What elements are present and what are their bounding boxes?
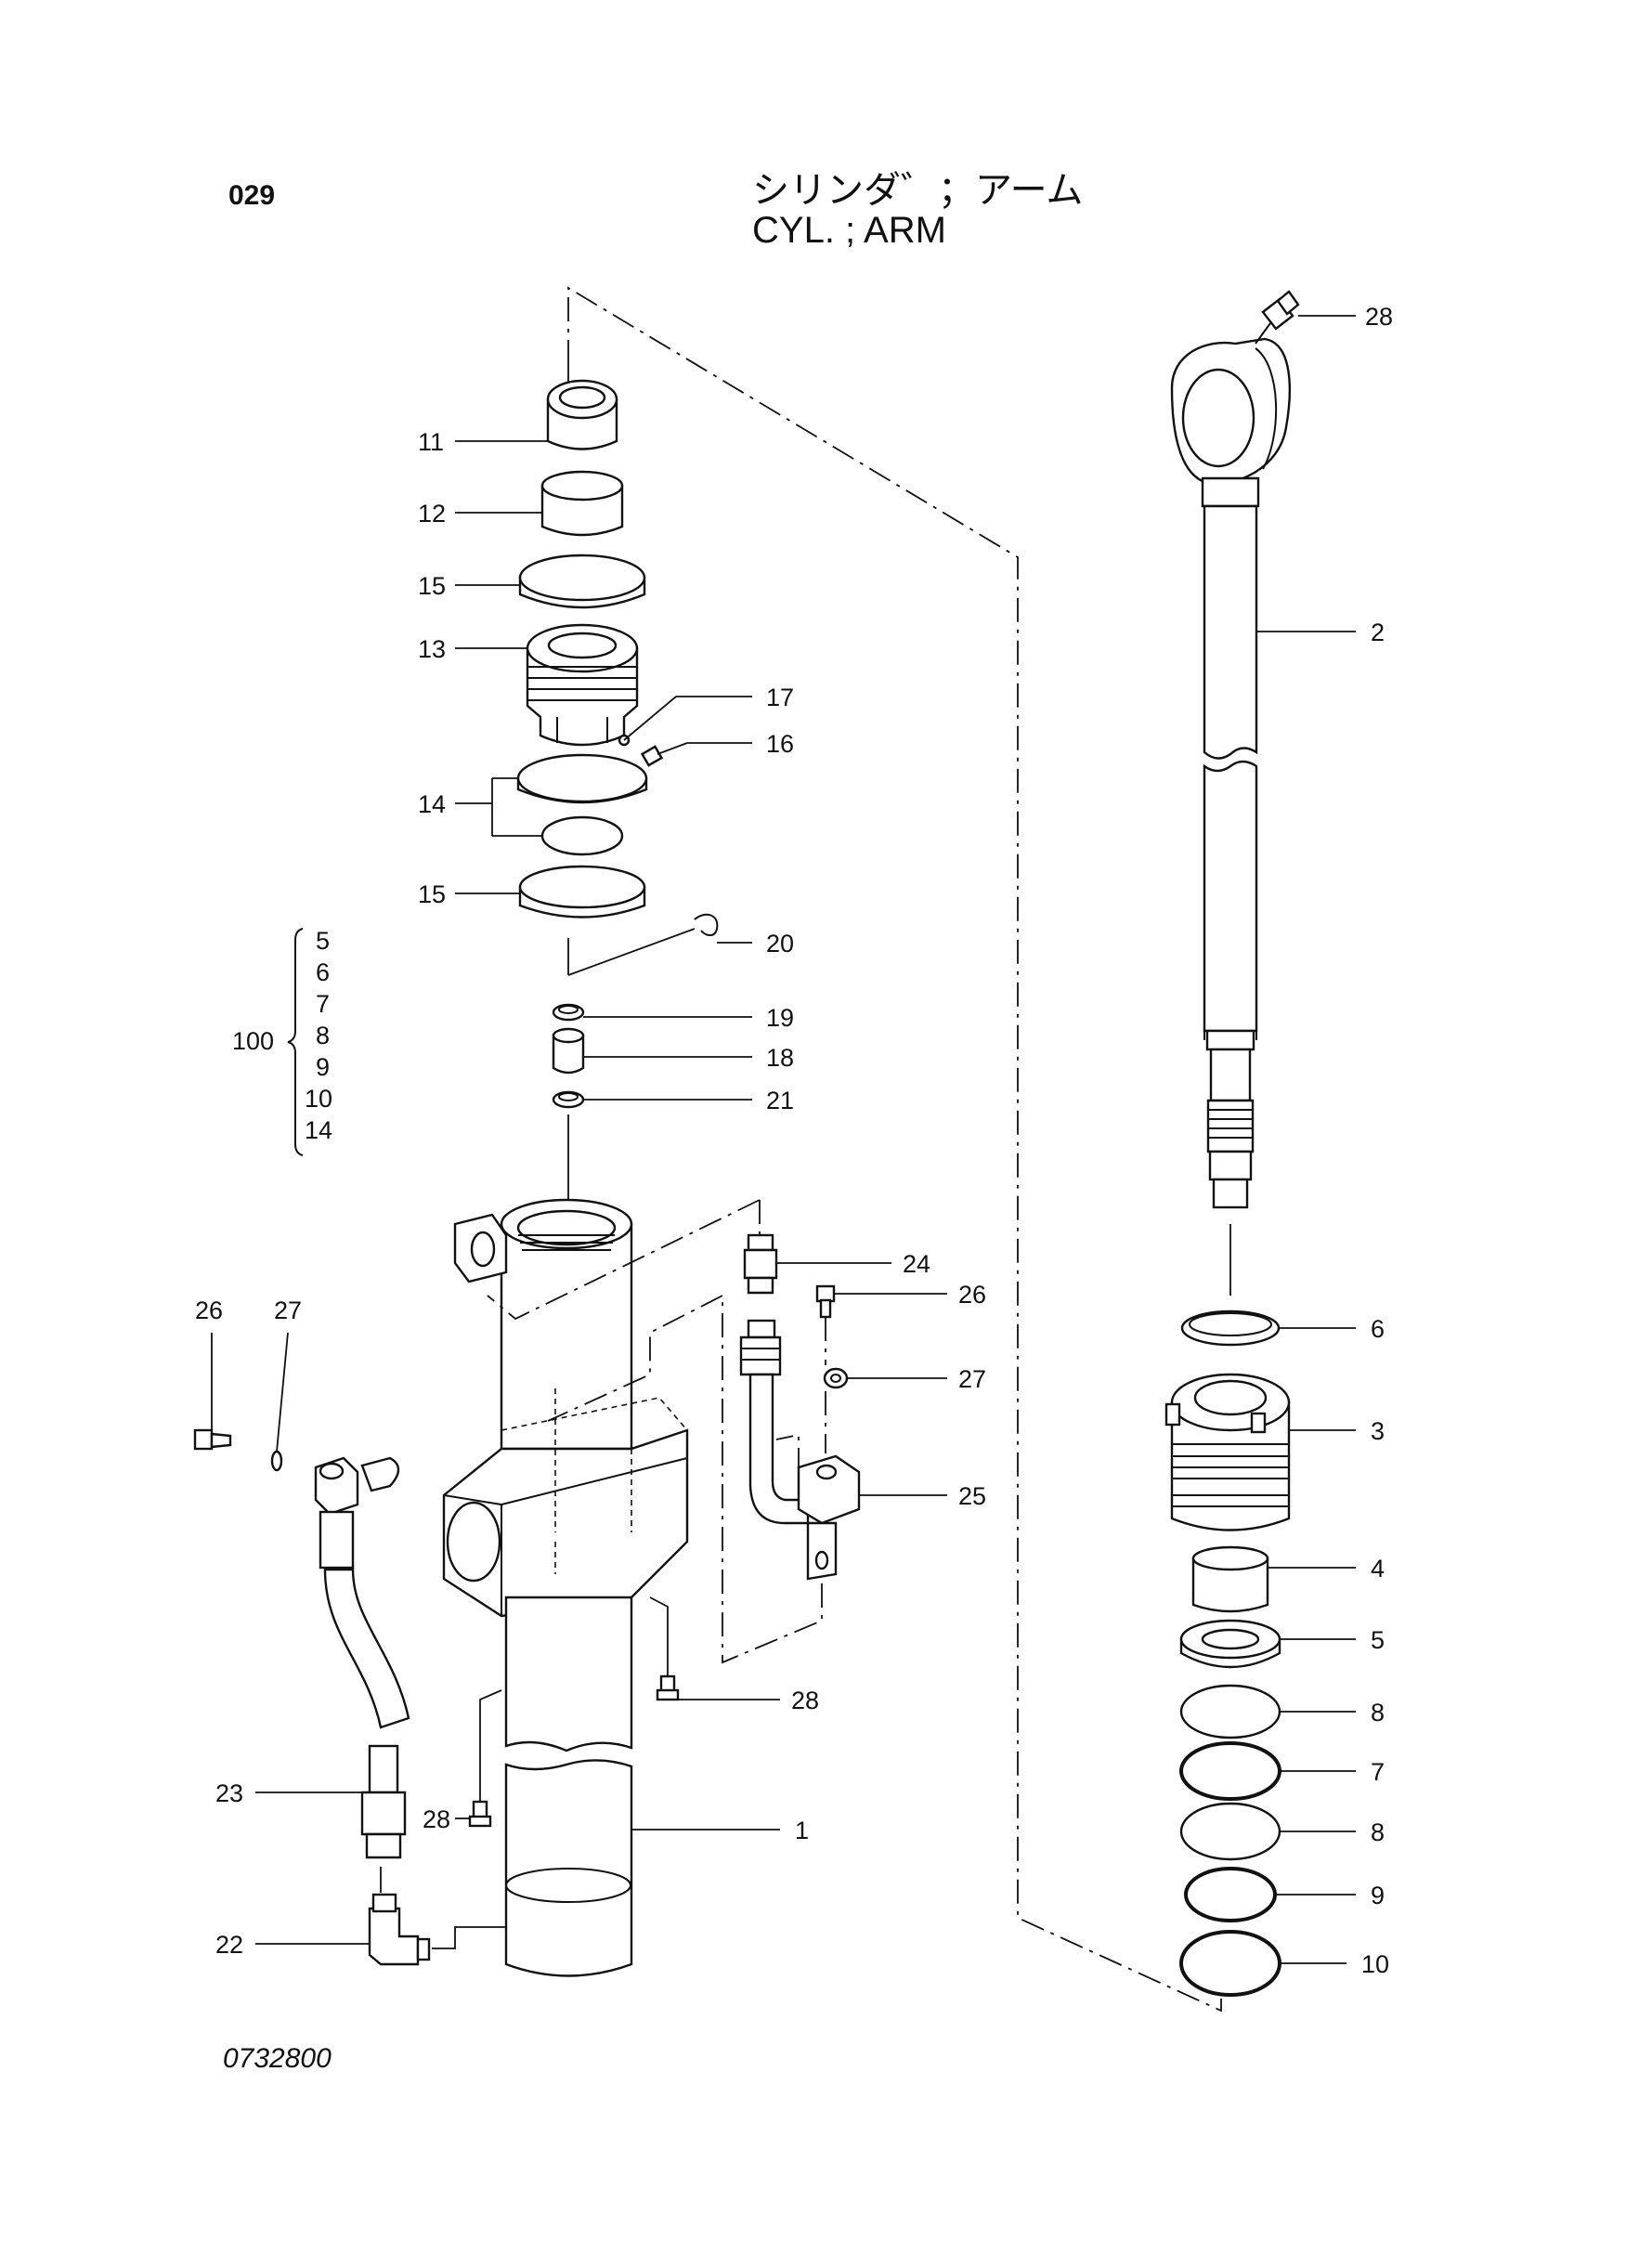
part-13-cylinder-head: [526, 623, 639, 747]
title-japanese: シリンダ゛；アーム: [752, 170, 1084, 211]
part-11-bushing: [546, 379, 618, 450]
callout-28-top: 28: [1365, 303, 1393, 331]
callout-6: 6: [1371, 1315, 1385, 1343]
part-27-washer-right: [823, 1367, 849, 1389]
part-8-ring-upper: [1179, 1684, 1281, 1739]
callout-25: 25: [958, 1482, 986, 1510]
callout-3: 3: [1371, 1417, 1385, 1445]
part-18-spacer: [552, 1027, 585, 1075]
callout-17: 17: [766, 684, 794, 711]
callout-27-right: 27: [958, 1365, 986, 1393]
callout-11: 11: [418, 428, 444, 456]
callout-21: 21: [766, 1087, 794, 1114]
part-20-retaining-ring: [694, 913, 719, 936]
callout-5: 5: [1371, 1626, 1385, 1654]
callout-7: 7: [1371, 1758, 1385, 1786]
part-23-hose: [314, 1456, 410, 1859]
assembly-line: [567, 286, 1222, 2013]
part-15-ring-lower: [518, 865, 646, 919]
kit-member-7: 7: [316, 990, 330, 1018]
part-28-grease-nipple-left: [468, 1800, 492, 1828]
kit-member-5: 5: [316, 927, 330, 955]
part-6-ring: [1180, 1309, 1281, 1347]
callout-2: 2: [1371, 619, 1385, 646]
kit-label: 100: [232, 1027, 274, 1055]
part-15-ring-upper: [518, 554, 646, 609]
callout-14: 14: [418, 790, 446, 818]
callout-10: 10: [1361, 1950, 1389, 1978]
callout-15-upper: 15: [418, 572, 446, 600]
kit-brace: [287, 928, 304, 1156]
callouts: 28 2 6 3 4 5 8 7 8 9 10 11 12: [195, 303, 1393, 1978]
kit-member-14: 14: [305, 1116, 332, 1144]
callout-4: 4: [1371, 1555, 1385, 1583]
page-number: 029: [228, 180, 276, 211]
callout-1: 1: [795, 1817, 809, 1844]
callout-26-right: 26: [958, 1281, 986, 1309]
part-3-piston: [1164, 1373, 1291, 1531]
part-16-set-screw: [640, 745, 664, 767]
kit-member-10: 10: [305, 1085, 332, 1113]
callout-27-left: 27: [274, 1296, 302, 1324]
callout-22: 22: [215, 1931, 243, 1959]
callout-8-lower: 8: [1371, 1818, 1385, 1846]
part-26-bolt-right: [815, 1284, 836, 1319]
part-26-bolt-left: [193, 1428, 232, 1451]
part-19-ring: [552, 1003, 585, 1022]
kit-member-8: 8: [316, 1022, 330, 1049]
part-4-bushing: [1191, 1545, 1269, 1613]
part-21-ring: [552, 1090, 585, 1109]
part-28-grease-nipple-right: [656, 1674, 680, 1701]
callout-19: 19: [766, 1004, 794, 1032]
callout-26-left: 26: [195, 1296, 223, 1324]
part-25-pipe: [739, 1319, 861, 1581]
part-1-cylinder-tube: [442, 1198, 689, 1977]
title-english: CYL. ; ARM: [752, 210, 946, 251]
callout-20: 20: [766, 930, 794, 958]
callout-15-lower: 15: [418, 880, 446, 908]
callout-16: 16: [766, 730, 794, 758]
part-9-ring: [1184, 1867, 1277, 1922]
part-8-ring-lower: [1179, 1802, 1281, 1861]
callout-12: 12: [418, 500, 446, 528]
part-12-bushing: [540, 470, 624, 537]
callout-28-right: 28: [791, 1687, 819, 1714]
callout-8-upper: 8: [1371, 1699, 1385, 1726]
part-14-seal-set: [516, 753, 648, 856]
part-28-grease-nipple-rod-eye: [1255, 290, 1300, 345]
part-27-washer-left: [270, 1450, 283, 1472]
callout-24: 24: [903, 1250, 930, 1278]
callout-18: 18: [766, 1044, 794, 1072]
part-7-ring: [1179, 1741, 1281, 1801]
part-24-adapter: [743, 1233, 778, 1295]
callout-23: 23: [215, 1779, 243, 1807]
callout-28-left: 28: [423, 1805, 450, 1833]
part-5-seal: [1179, 1619, 1281, 1669]
part-10-ring: [1179, 1930, 1281, 1997]
part-2-piston-rod: [1170, 337, 1292, 1209]
kit-member-6: 6: [316, 958, 330, 986]
kit-member-9: 9: [316, 1053, 330, 1081]
drawing-id: 0732800: [223, 2043, 332, 2074]
callout-13: 13: [418, 635, 446, 663]
callout-9: 9: [1371, 1882, 1385, 1909]
part-22-elbow-fitting: [368, 1893, 431, 1966]
